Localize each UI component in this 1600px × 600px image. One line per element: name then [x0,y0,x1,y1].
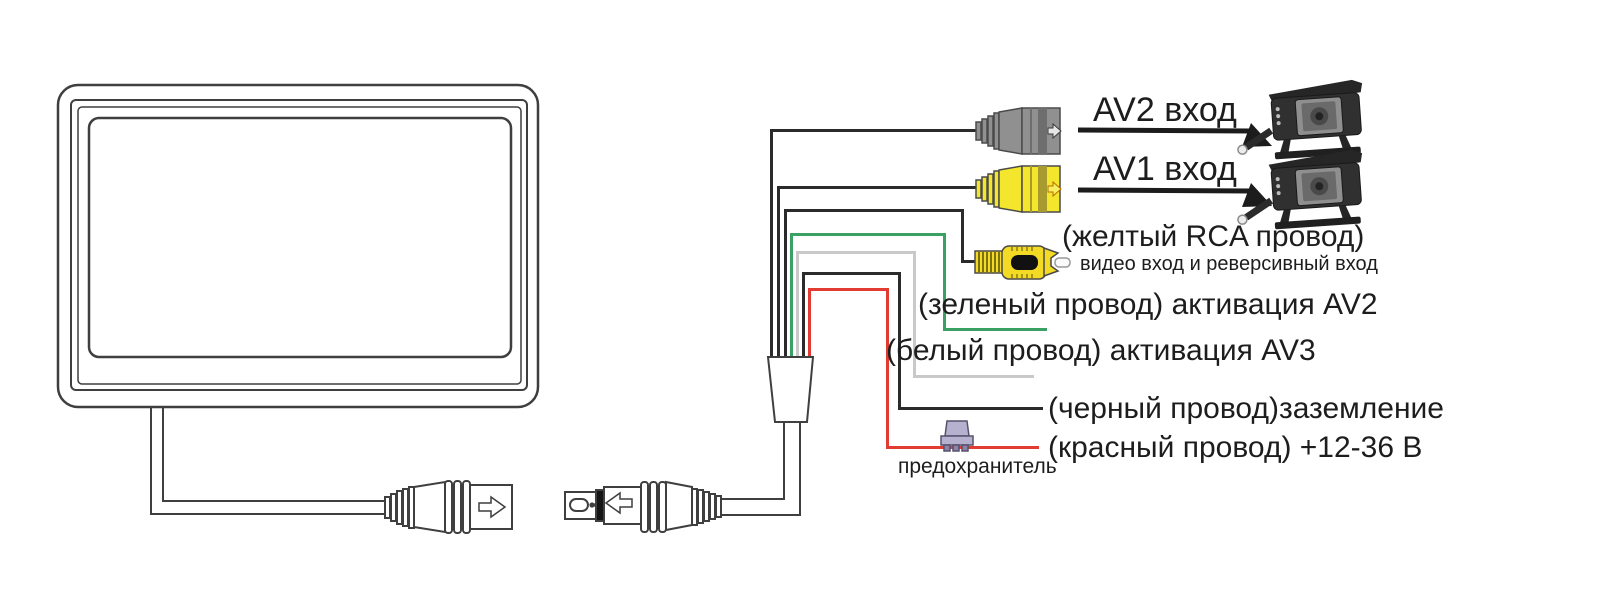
monitor-cable-connector [384,480,513,534]
wire-white [796,251,799,359]
av2-connector [975,107,1062,155]
wire-rca [784,209,787,359]
fuse [940,420,974,452]
label-av1-input: AV1 вход [1093,150,1237,188]
rca-knurl [1011,247,1033,278]
wire-ground [898,407,1043,410]
wire-power [886,288,889,449]
connector-black-ring [595,489,605,522]
label-white-wire: (белый провод) активация AV3 [886,334,1316,367]
wire-rca [784,209,964,212]
wire-green [943,233,946,331]
label-av2-input: AV2 вход [1093,91,1237,129]
rca-slot [1011,255,1038,270]
wire-white [796,251,916,254]
wire-green [943,328,1047,331]
label-rca-sub: видео вход и реверсивный вход [1080,253,1378,275]
arrow-right-icon [1047,122,1062,140]
label-green-wire: (зеленый провод) активация AV2 [918,288,1378,321]
wire-white [913,251,916,378]
rca-pin [1054,257,1071,268]
wire-rca [961,209,964,263]
splitter-cable-connector [564,423,801,533]
camera-1 [1234,79,1367,162]
label-rca-wire: (желтый RCA провод) [1062,220,1365,253]
wire-rca [961,260,978,263]
wire-av2 [770,129,978,132]
wire-power [808,288,889,291]
wire-av1 [777,186,780,359]
arrow-right-icon [478,495,507,519]
arrow-left-icon [604,491,633,515]
connector-stripe [1030,166,1032,212]
wire-white [913,375,1034,378]
monitor-cable [150,407,386,515]
rca-knurl [978,252,1000,272]
fuse-leg [952,444,960,452]
wire-av2 [770,129,773,359]
rca-crown [1043,246,1060,278]
monitor [56,83,540,409]
monitor-screen [87,116,513,359]
label-red-wire: (красный провод) +12-36 В [1048,431,1423,464]
av1-connector [975,165,1062,213]
fuse-leg [961,444,969,452]
rca-plug [974,245,1071,280]
wire-ground [802,272,805,359]
label-black-wire: (черный провод)заземление [1048,392,1444,425]
connector-stripe [1038,166,1047,212]
wire-av1 [777,186,978,189]
label-fuse: предохранитель [898,455,1057,478]
wire-green [790,233,793,359]
arrow-av2 [1077,123,1272,147]
wire-ground [802,272,901,275]
connector-stripe [1038,108,1047,154]
fuse-leg [943,444,951,452]
wire-power [808,288,811,359]
arrow-right-icon [1047,180,1062,198]
connector-stripe [1030,108,1032,154]
cable-splitter [766,356,815,423]
wire-green [790,233,946,236]
wire-ground [898,272,901,410]
